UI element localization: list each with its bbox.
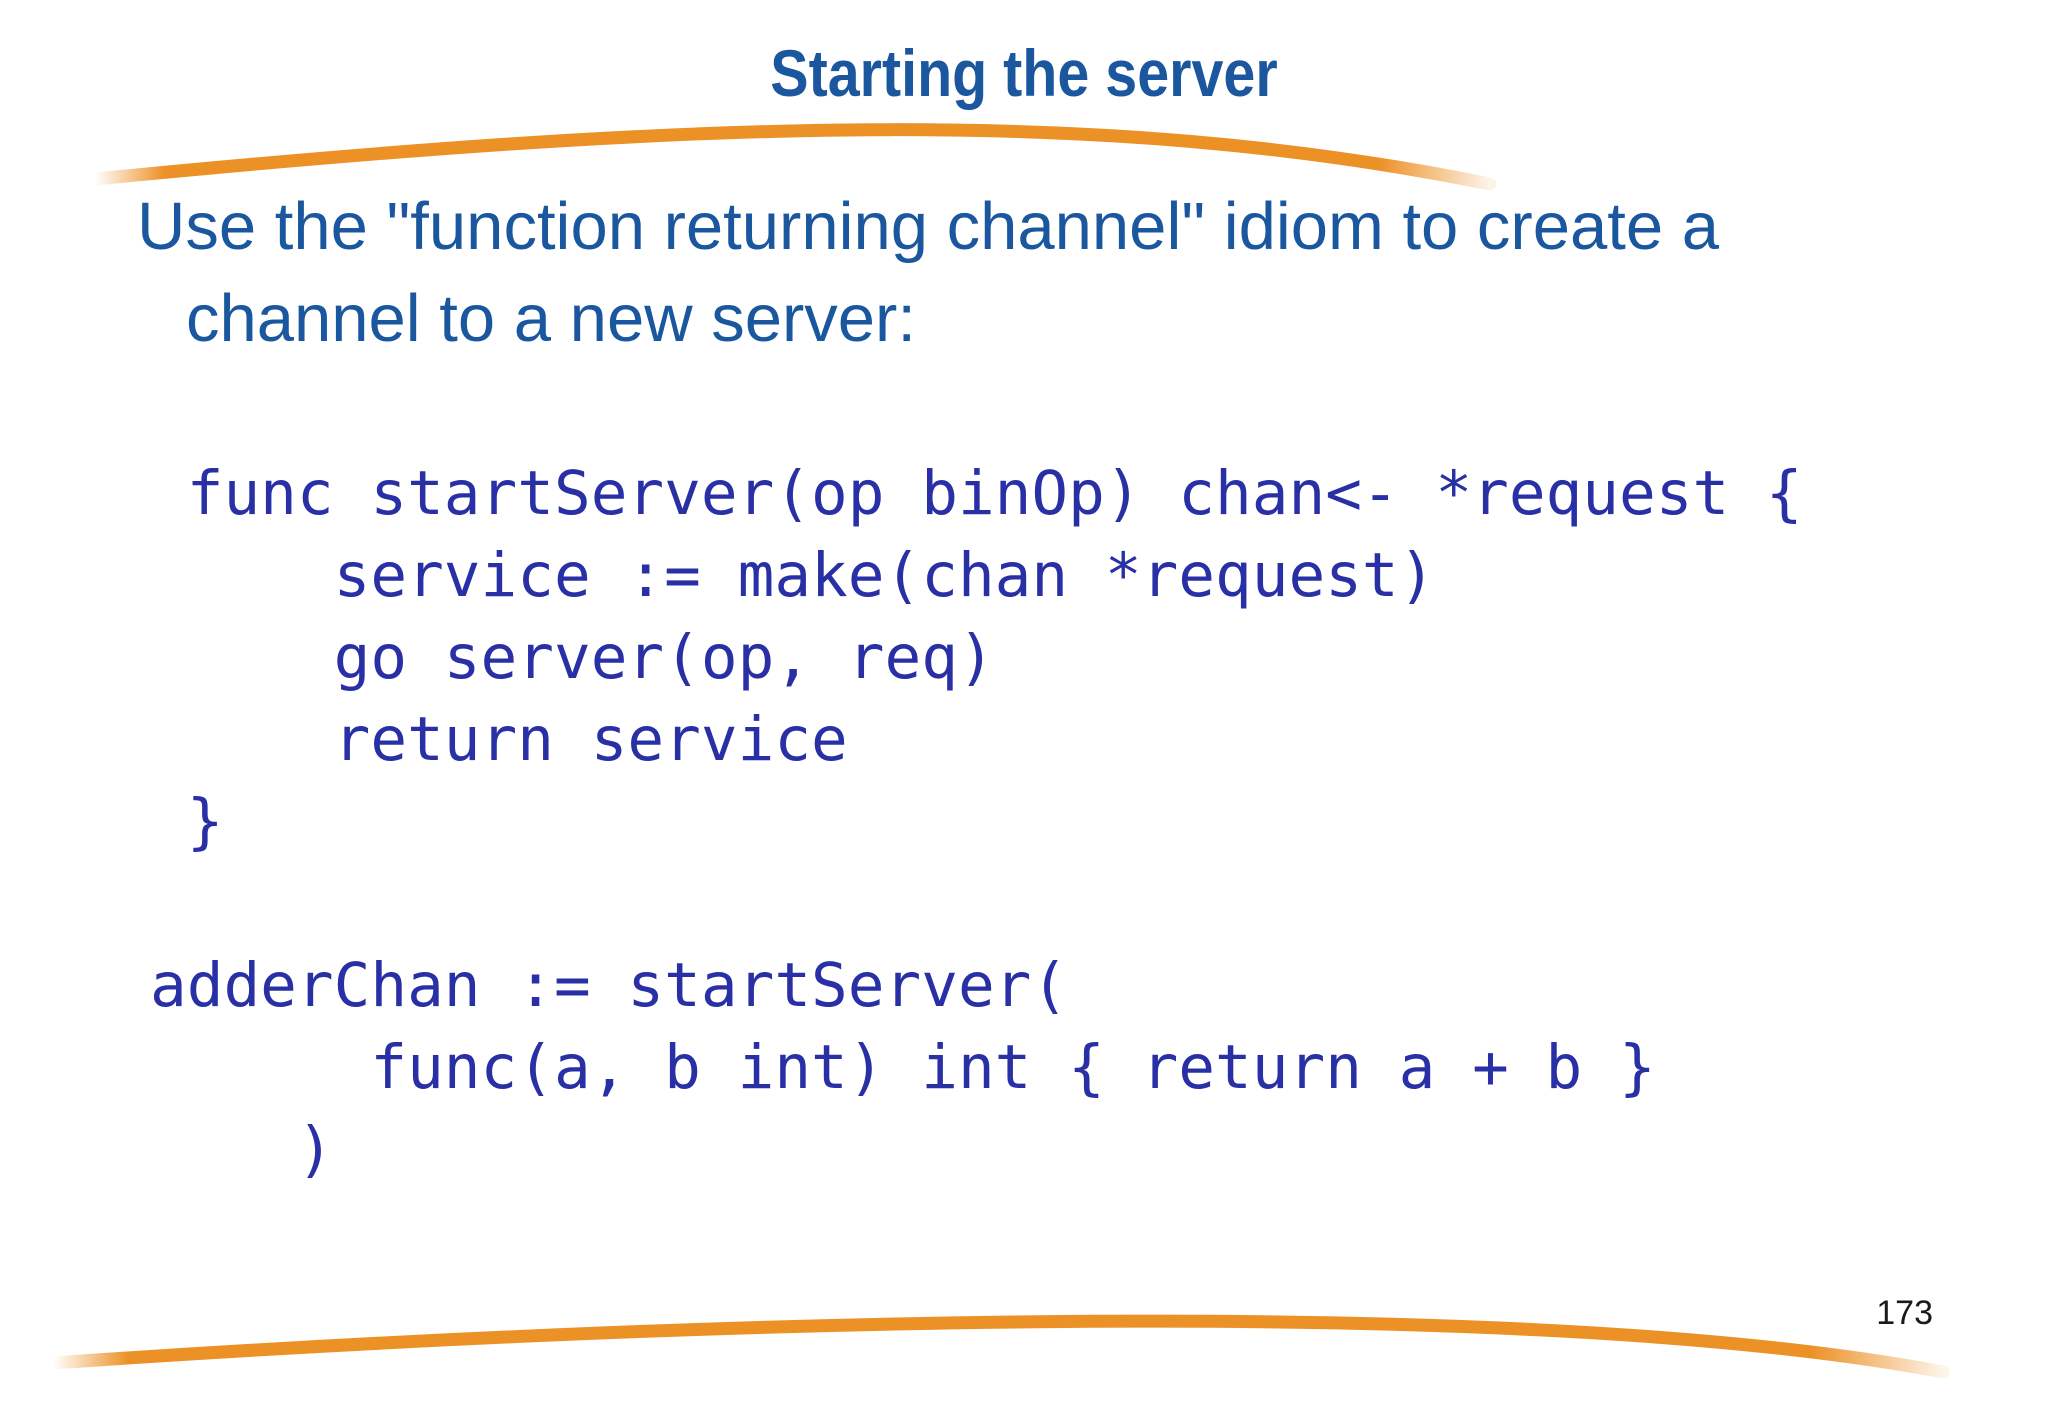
- bottom-swoosh: [46, 1314, 1950, 1379]
- page-number: 173: [1876, 1294, 1933, 1332]
- body-text-line-2: channel to a new server:: [186, 281, 916, 356]
- top-swoosh: [88, 123, 1497, 191]
- code-block: func startServer(op binOp) chan<- *reque…: [150, 458, 1803, 1185]
- slide-title: Starting the server: [770, 36, 1278, 110]
- body-text-line-1: Use the "function returning channel" idi…: [137, 189, 1720, 264]
